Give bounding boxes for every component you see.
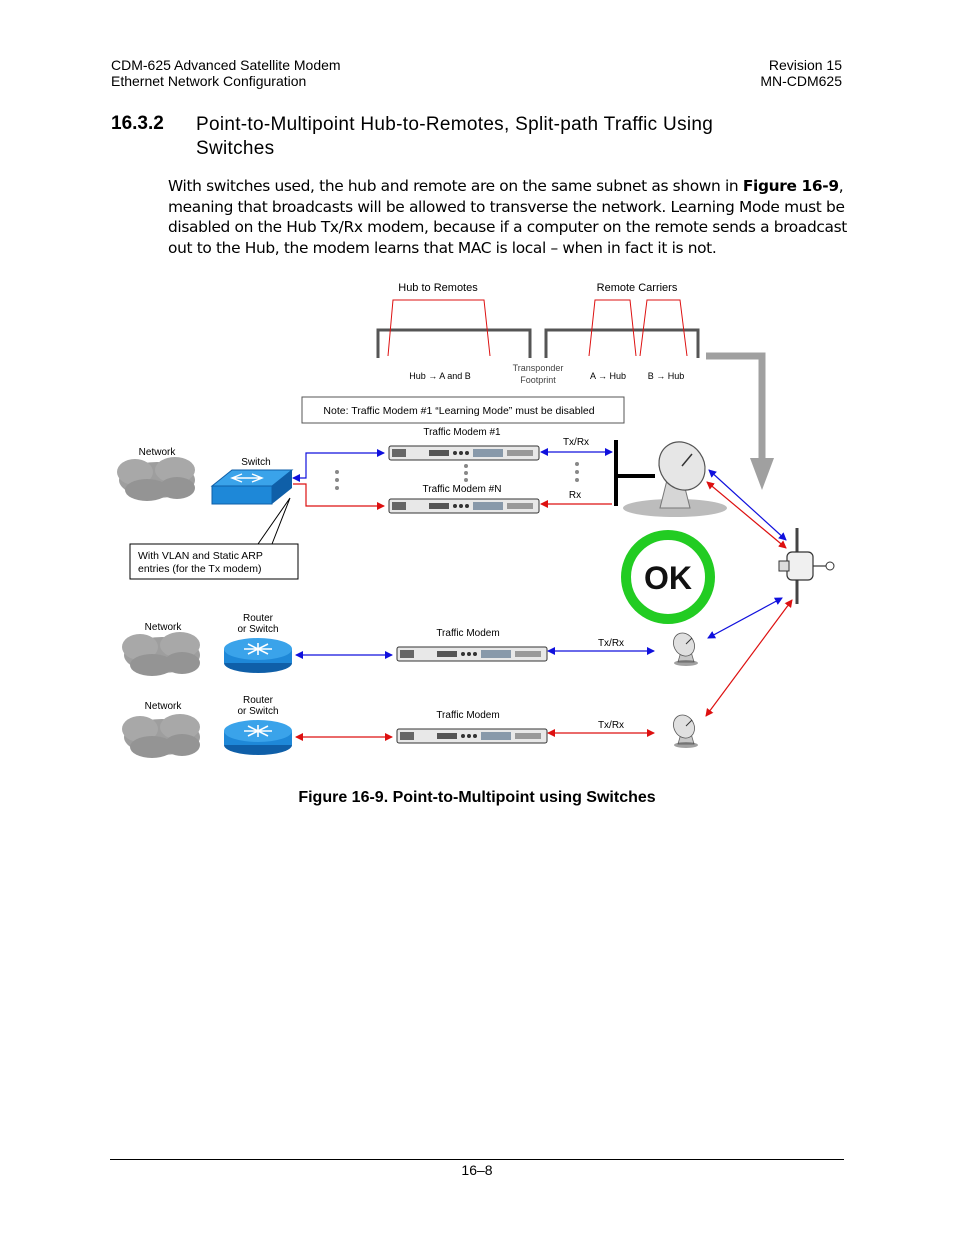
satellite-icon	[778, 528, 835, 604]
ellipsis-dots-3	[575, 462, 579, 482]
body-text-after: , meaning that broadcasts will be allowe…	[168, 177, 847, 258]
switch-modemN-link	[293, 483, 385, 510]
network-1-label: Network	[139, 447, 177, 458]
network-2-label: Network	[145, 622, 183, 633]
carrier-a	[588, 299, 637, 357]
hub-txrx-label: Tx/Rx	[563, 437, 589, 448]
remote-dish-2-icon	[668, 710, 700, 749]
remote-1-txrx-label: Tx/Rx	[598, 638, 624, 649]
header-left: CDM-625 Advanced Satellite Modem Etherne…	[111, 57, 341, 89]
hub-rx-label: Rx	[569, 490, 581, 501]
network-cloud-3	[122, 714, 200, 758]
footer-divider	[110, 1159, 844, 1160]
network-3-label: Network	[145, 701, 183, 712]
note-text: Note: Traffic Modem #1 “Learning Mode” m…	[323, 405, 594, 417]
hub-satellite-red-link	[706, 481, 787, 549]
downlink-arrow	[706, 352, 766, 460]
modem-1-label: Traffic Modem #1	[423, 427, 501, 438]
traffic-modem-1	[388, 445, 540, 461]
network-cloud-1	[117, 457, 195, 501]
section-number: 16.3.2	[111, 113, 164, 134]
footprint-label: Footprint	[520, 375, 556, 385]
switch-icon	[210, 469, 294, 505]
figure-reference: Figure 16-9	[742, 177, 839, 195]
router-2-line-1: Router	[243, 613, 274, 624]
router-3-line-1: Router	[243, 695, 274, 706]
remote-modem-2-label: Traffic Modem	[436, 710, 499, 721]
remote-2-txrx-label: Tx/Rx	[598, 720, 624, 731]
remote-modem-1-label: Traffic Modem	[436, 628, 499, 639]
ellipsis-dots-2	[464, 464, 468, 482]
page-number: 16–8	[461, 1162, 493, 1178]
switch-modem1-link	[292, 449, 385, 482]
carrier-b	[639, 299, 688, 357]
hub-bracket	[376, 328, 532, 358]
modem-n-label: Traffic Modem #N	[423, 484, 502, 495]
remote-bracket	[544, 328, 700, 358]
doc-number: MN-CDM625	[760, 73, 842, 89]
body-paragraph: With switches used, the hub and remote a…	[168, 176, 848, 259]
downlink-arrow-head	[750, 458, 774, 490]
doc-chapter: Ethernet Network Configuration	[111, 73, 307, 89]
figure-caption: Figure 16-9. Point-to-Multipoint using S…	[298, 789, 656, 806]
remote-modem-1	[396, 646, 548, 662]
section-title: Point-to-Multipoint Hub-to-Remotes, Spli…	[196, 114, 714, 159]
a-hub-label: A → Hub	[590, 371, 626, 381]
ok-badge	[621, 530, 715, 624]
hub-antenna-icon	[623, 441, 727, 517]
router-2-icon	[223, 637, 293, 674]
traffic-modem-n	[388, 498, 540, 514]
body-text-before: With switches used, the hub and remote a…	[168, 177, 743, 195]
doc-title: CDM-625 Advanced Satellite Modem	[111, 57, 341, 73]
router-3-icon	[223, 719, 293, 756]
ok-text: OK	[644, 560, 692, 596]
note-box	[301, 396, 625, 424]
router-3-line-2: or Switch	[237, 706, 278, 717]
remote-dish-1-icon	[668, 628, 700, 667]
b-hub-label: B → Hub	[648, 371, 685, 381]
router-2-line-2: or Switch	[237, 624, 278, 635]
doc-revision: Revision 15	[768, 57, 842, 73]
callout-pointer	[257, 497, 291, 545]
vlan-line-1: With VLAN and Static ARP	[138, 550, 263, 562]
remote-modem-2	[396, 728, 548, 744]
vlan-line-2: entries (for the Tx modem)	[138, 563, 262, 575]
remote-carriers-label: Remote Carriers	[597, 282, 678, 294]
hub-to-remotes-label: Hub to Remotes	[398, 282, 478, 294]
header-right: Revision 15 MN-CDM625	[760, 57, 842, 89]
remote1-satellite-link	[707, 597, 783, 639]
ellipsis-dots-1	[335, 470, 339, 490]
hub-carrier	[387, 299, 491, 357]
network-cloud-2	[122, 632, 200, 676]
remote2-satellite-link	[705, 599, 793, 717]
switch-label: Switch	[241, 457, 270, 468]
hub-a-b-label: Hub → A and B	[409, 371, 471, 381]
vlan-callout-box	[129, 543, 299, 580]
transponder-label: Transponder	[513, 363, 564, 373]
